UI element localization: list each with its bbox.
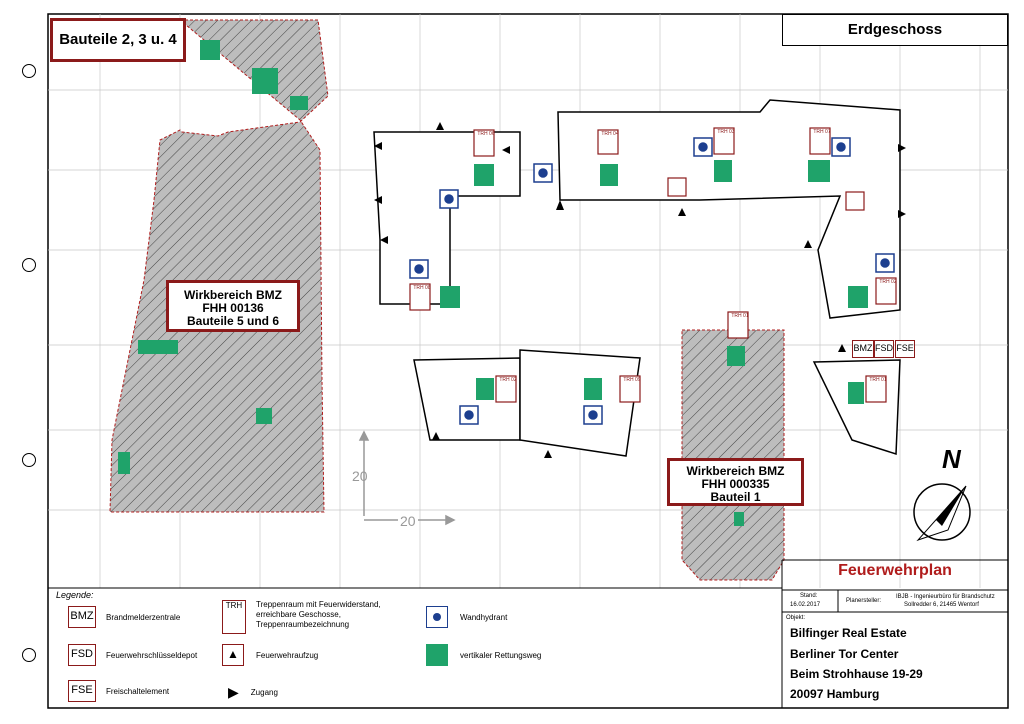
dimension-v: 20 <box>352 468 368 484</box>
trh-label: TRH 08 <box>413 285 430 291</box>
legend-label: Feuerwehraufzug <box>256 650 319 660</box>
bmz-symbol: BMZ <box>68 606 96 628</box>
legend-label: Wandhydrant <box>460 612 508 622</box>
trh-symbol: TRH <box>222 600 246 634</box>
legend-label: vertikaler Rettungsweg <box>460 650 542 660</box>
building-bauteil-1 <box>681 329 785 581</box>
legend-item-elevator: ▲ Feuerwehraufzug <box>222 644 318 666</box>
trh-symbols <box>409 127 897 403</box>
plan-title: Feuerwehrplan <box>838 562 952 579</box>
legend-item-fse: FSE Freischaltelement <box>68 680 169 702</box>
planersteller-label: Planersteller: <box>846 598 882 604</box>
legend-label: Brandmelderzentrale <box>106 612 181 622</box>
trh-label: TRH 02 <box>499 377 516 383</box>
planer-line1: IBJB - Ingenieurbüro für Brandschutz <box>896 594 995 600</box>
building-west-wing <box>373 131 521 305</box>
legend-title: Legende: <box>56 590 94 600</box>
legend-item-bmz: BMZ Brandmelderzentrale <box>68 606 180 628</box>
building-south-mid <box>519 349 641 457</box>
zone-label-bauteil-1: Wirkbereich BMZ FHH 000335 Bauteil 1 <box>667 458 804 506</box>
green-swatch-icon <box>426 644 448 666</box>
fse-symbol: FSE <box>68 680 96 702</box>
north-arrow-icon <box>913 483 971 542</box>
map-fsd: FSD <box>874 340 894 358</box>
floor-title: Erdgeschoss <box>782 14 1008 46</box>
access-arrows <box>374 122 906 458</box>
punch-hole <box>22 453 36 467</box>
objekt-line: Bilfinger Real Estate <box>790 626 907 640</box>
hydrants <box>409 137 895 425</box>
objekt-label: Objekt: <box>786 615 806 621</box>
trh-label: TRH 07 <box>813 129 830 135</box>
trh-label: TRH 01 <box>731 313 748 319</box>
zone-line: FHH 00136 <box>202 301 264 315</box>
stand-date: 16.02.2017 <box>790 602 821 608</box>
zone-line: Wirkbereich BMZ <box>686 464 785 478</box>
fsd-symbol: FSD <box>68 644 96 666</box>
dimension-h: 20 <box>398 513 418 529</box>
objekt-line: 20097 Hamburg <box>790 687 880 701</box>
planer-line2: Sollredder 6, 21465 Wentorf <box>904 602 979 608</box>
objekt-line: Berliner Tor Center <box>790 647 899 661</box>
trh-label: TRH 06 <box>477 131 494 137</box>
building-south-east <box>812 359 901 456</box>
legend-item-fsd: FSD Feuerwehrschlüsseldepot <box>68 644 197 666</box>
zone-line: Bauteil 1 <box>710 490 761 504</box>
legend-item-rettungsweg: vertikaler Rettungsweg <box>426 644 541 666</box>
legend-item-zugang: ▶ Zugang <box>228 684 278 701</box>
objekt-line: Beim Strohhause 19-29 <box>790 667 923 681</box>
north-label: N <box>942 444 961 474</box>
punch-hole <box>22 258 36 272</box>
trh-label: TRH 03 <box>717 129 734 135</box>
zone-line: FHH 000335 <box>701 477 770 491</box>
elevator-icon: ▲ <box>222 644 244 666</box>
trh-label: TRH 02 <box>879 279 896 285</box>
zone-label-bauteile-5-6: Wirkbereich BMZ FHH 00136 Bauteile 5 und… <box>166 280 300 332</box>
legend-item-trh: TRH Treppenraum mit Feuerwiderstand, err… <box>222 600 412 634</box>
map-bmz: BMZ <box>852 340 874 358</box>
bauteile-title: Bauteile 2, 3 u. 4 <box>50 18 186 62</box>
map-fse: FSE <box>895 340 915 358</box>
stand-label: Stand: <box>800 593 818 599</box>
trh-label: TRH 04 <box>601 131 618 137</box>
legend-label: Freischaltelement <box>106 686 170 696</box>
dimension-lines <box>358 430 456 526</box>
elevator-symbols <box>667 177 865 211</box>
legend-item-hydrant: Wandhydrant <box>426 606 507 628</box>
legend-label: Feuerwehrschlüsseldepot <box>106 650 198 660</box>
building-bauteile-5-6 <box>109 19 329 513</box>
hydrant-icon <box>426 606 448 628</box>
arrow-icon: ▶ <box>228 684 239 700</box>
trh-label: TRH 09 <box>623 377 640 383</box>
punch-hole <box>22 64 36 78</box>
stair-markers <box>440 160 868 404</box>
zone-line: Bauteile 5 und 6 <box>186 314 280 328</box>
zone-line: Wirkbereich BMZ <box>184 288 282 302</box>
trh-label: TRH 01 <box>869 377 886 383</box>
punch-hole <box>22 648 36 662</box>
legend-label: Zugang <box>250 688 278 697</box>
legend-label: Treppenraum mit Feuerwiderstand, erreich… <box>256 600 381 629</box>
